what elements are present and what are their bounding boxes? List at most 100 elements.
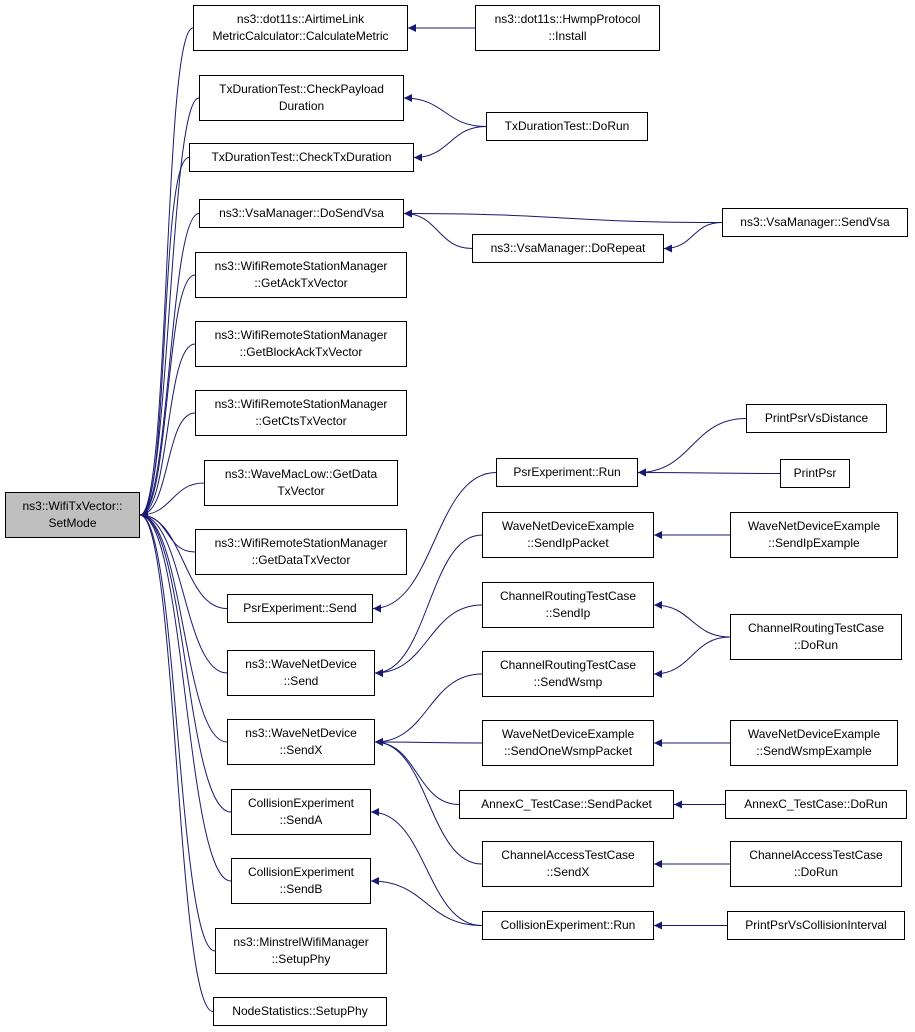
node-printpsrcoll[interactable]: PrintPsrVsCollisionInterval [727, 911, 905, 940]
edge-dosendvsa-to-setmode [139, 213, 200, 519]
node-label-line: ChannelRoutingTestCase [747, 621, 885, 635]
edge-catsendx-to-wndsendx [374, 738, 483, 865]
node-label-line: TxVector [277, 484, 325, 498]
node-label-line: ::SendA [279, 813, 323, 827]
edge-collsenda-to-setmode [139, 511, 232, 813]
node-checktxdur[interactable]: TxDurationTest::CheckTxDuration [189, 143, 414, 172]
node-crtsendip[interactable]: ChannelRoutingTestCase::SendIp [482, 582, 654, 628]
node-label-line: ChannelAccessTestCase [501, 848, 635, 862]
node-label-line: ::SetupPhy [271, 952, 331, 966]
node-psrsend[interactable]: PsrExperiment::Send [227, 594, 373, 623]
node-wndesendwsmpex[interactable]: WaveNetDeviceExample::SendWsmpExample [730, 720, 898, 766]
node-label-line: PsrExperiment::Run [513, 465, 621, 479]
node-label-line: ::GetBlockAckTxVector [239, 345, 363, 359]
node-label-line: PsrExperiment::Send [243, 601, 357, 615]
node-label-line: ns3::MinstrelWifiManager [233, 935, 369, 949]
edge-wndsend-to-setmode [139, 511, 228, 674]
edge-printpsrdist-to-psrrun [637, 418, 747, 477]
node-setmode[interactable]: ns3::WifiTxVector::SetMode [5, 492, 140, 538]
node-minstrel[interactable]: ns3::MinstrelWifiManager::SetupPhy [215, 928, 387, 974]
node-getcts[interactable]: ns3::WifiRemoteStationManager::GetCtsTxV… [195, 390, 407, 436]
node-label-line: ChannelAccessTestCase [749, 848, 883, 862]
node-annexcdorun[interactable]: AnnexC_TestCase::DoRun [725, 790, 907, 819]
node-label-line: ::SendIp [545, 606, 591, 620]
node-label-line: ::GetDataTxVector [251, 553, 351, 567]
edge-getblockack-to-setmode [139, 343, 196, 519]
node-wndsendx[interactable]: ns3::WaveNetDevice::SendX [227, 719, 375, 765]
node-catdorun[interactable]: ChannelAccessTestCase::DoRun [730, 841, 902, 887]
node-label-line: ::SendIpPacket [527, 536, 609, 550]
node-collsendb[interactable]: CollisionExperiment::SendB [231, 858, 371, 904]
node-wndesendipex[interactable]: WaveNetDeviceExample::SendIpExample [730, 512, 898, 558]
node-wndesendip[interactable]: WaveNetDeviceExample::SendIpPacket [482, 512, 654, 558]
node-label-line: ::DoRun [793, 638, 839, 652]
node-label-line: WaveNetDeviceExample [747, 519, 881, 533]
node-printpsrdist[interactable]: PrintPsrVsDistance [746, 404, 887, 433]
edge-wndesendonewsmp-to-wndsendx [374, 738, 483, 747]
edge-wndesendip-to-wndsend [374, 534, 483, 677]
edge-collrun-to-collsenda [370, 808, 483, 926]
node-label-line: PrintPsrVsDistance [764, 411, 869, 425]
node-label-line: ns3::WifiRemoteStationManager [214, 397, 388, 411]
node-annexcsendpkt[interactable]: AnnexC_TestCase::SendPacket [459, 790, 674, 819]
node-label-line: ::GetCtsTxVector [255, 414, 347, 428]
node-label-line: ns3::VsaManager::DoSendVsa [219, 206, 384, 220]
node-getblockack[interactable]: ns3::WifiRemoteStationManager::GetBlockA… [195, 321, 407, 367]
node-label-line: ::SendB [279, 882, 323, 896]
edge-wavemaclow-to-setmode [139, 482, 205, 519]
node-sendvsa[interactable]: ns3::VsaManager::SendVsa [722, 208, 908, 237]
edge-calcmetric-to-setmode [139, 27, 194, 519]
node-label-line: Duration [278, 99, 325, 113]
node-label-line: ::Send [283, 674, 319, 688]
edge-collrun-to-collsendb [370, 877, 483, 926]
node-label-line: CollisionExperiment [247, 865, 355, 879]
node-label-line: NodeStatistics::SetupPhy [232, 1004, 368, 1018]
node-label-line: ns3::dot11s::HwmpProtocol [494, 12, 641, 26]
edge-txdorun-to-checkpayload [403, 94, 487, 127]
node-dorepeat[interactable]: ns3::VsaManager::DoRepeat [472, 234, 664, 263]
node-printpsr[interactable]: PrintPsr [780, 459, 850, 488]
node-label-line: ::GetAckTxVector [254, 276, 348, 290]
edge-dorepeat-to-dosendvsa [403, 209, 473, 249]
edge-crtsendwsmp-to-wndsendx [374, 673, 483, 746]
edge-getdata-to-setmode [139, 511, 196, 553]
node-crtsendwsmp[interactable]: ChannelRoutingTestCase::SendWsmp [482, 651, 654, 697]
node-crtdorun[interactable]: ChannelRoutingTestCase::DoRun [730, 614, 902, 660]
node-label-line: ::DoRun [793, 865, 839, 879]
node-getdata[interactable]: ns3::WifiRemoteStationManager::GetDataTx… [195, 529, 407, 575]
node-wndsend[interactable]: ns3::WaveNetDevice::Send [227, 650, 375, 696]
node-label-line: ns3::dot11s::AirtimeLink [236, 12, 365, 26]
node-getack[interactable]: ns3::WifiRemoteStationManager::GetAckTxV… [195, 252, 407, 298]
node-nodestats[interactable]: NodeStatistics::SetupPhy [213, 997, 387, 1026]
node-label-line: WaveNetDeviceExample [501, 727, 635, 741]
node-hwmpinstall[interactable]: ns3::dot11s::HwmpProtocol::Install [475, 5, 660, 51]
node-label-line: ::SendWsmp [533, 675, 603, 689]
edge-crtdorun-to-crtsendip [653, 601, 731, 638]
node-label-line: ::SendX [279, 743, 323, 757]
node-collsenda[interactable]: CollisionExperiment::SendA [231, 789, 371, 835]
node-psrrun[interactable]: PsrExperiment::Run [496, 458, 638, 487]
edge-getack-to-setmode [139, 274, 196, 519]
node-label-line: ns3::VsaManager::DoRepeat [490, 241, 646, 255]
node-txdorun[interactable]: TxDurationTest::DoRun [486, 112, 648, 141]
edge-psrrun-to-psrsend [372, 472, 497, 613]
node-label-line: CollisionExperiment [247, 796, 355, 810]
node-catsendx[interactable]: ChannelAccessTestCase::SendX [482, 841, 654, 887]
node-wndesendonewsmp[interactable]: WaveNetDeviceExample::SendOneWsmpPacket [482, 720, 654, 766]
node-dosendvsa[interactable]: ns3::VsaManager::DoSendVsa [199, 199, 404, 228]
node-label-line: AnnexC_TestCase::SendPacket [481, 797, 652, 811]
edge-psrsend-to-setmode [139, 511, 228, 609]
node-label-line: ns3::WifiTxVector:: [22, 499, 123, 513]
edge-crtdorun-to-crtsendwsmp [653, 636, 731, 678]
node-label-line: ns3::WifiRemoteStationManager [214, 328, 388, 342]
node-collrun[interactable]: CollisionExperiment::Run [482, 911, 654, 940]
node-label-line: CollisionExperiment::Run [500, 918, 636, 932]
node-label-line: ChannelRoutingTestCase [499, 658, 637, 672]
node-label-line: ns3::WaveMacLow::GetData [224, 467, 378, 481]
node-label-line: WaveNetDeviceExample [747, 727, 881, 741]
